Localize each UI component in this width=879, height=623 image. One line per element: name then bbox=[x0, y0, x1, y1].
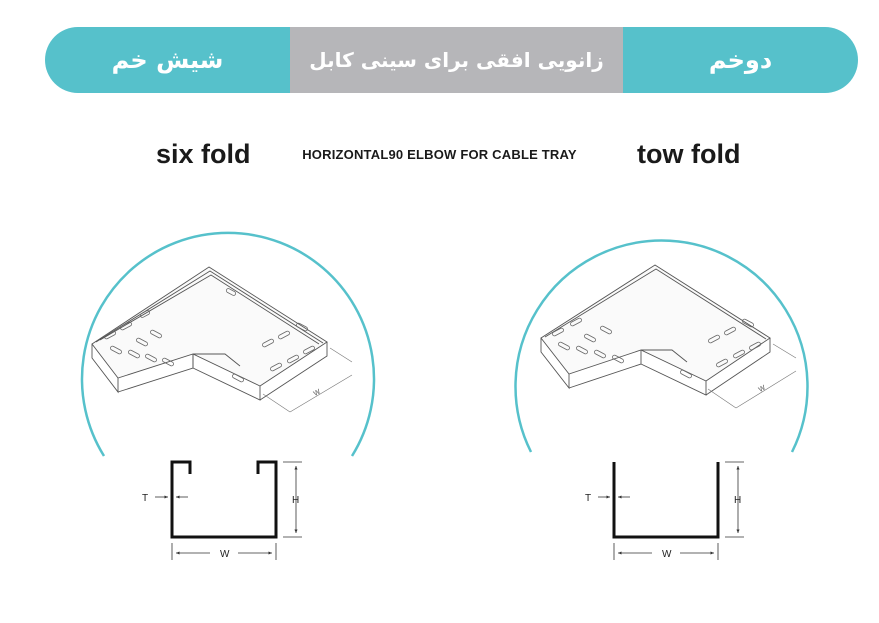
product-subtitle: HORIZONTAL90 ELBOW FOR CABLE TRAY bbox=[302, 147, 577, 162]
banner-six-fold-fa: شیش خم bbox=[45, 27, 290, 93]
right-tray-w-label: W bbox=[758, 384, 767, 393]
right-h-label: H bbox=[734, 495, 741, 506]
left-h-label: H bbox=[292, 495, 299, 506]
right-w-label: W bbox=[662, 549, 672, 560]
left-elbow-tray: W bbox=[91, 266, 353, 413]
two-fold-title: tow fold bbox=[637, 139, 741, 169]
two-fold-drawing: W H W T bbox=[514, 239, 809, 560]
right-cross-section bbox=[612, 462, 720, 539]
left-dimension-lines bbox=[155, 461, 302, 560]
right-t-label: T bbox=[585, 493, 591, 504]
left-t-label: T bbox=[142, 493, 148, 504]
right-arc bbox=[514, 239, 809, 453]
right-dimension-lines bbox=[598, 461, 744, 560]
banner-title-fa: زانویی افقی برای سینی کابل bbox=[290, 27, 623, 93]
banner-two-fold-fa: دوخم bbox=[623, 27, 858, 93]
six-fold-drawing: W H W T bbox=[80, 231, 376, 560]
left-w-label: W bbox=[220, 549, 230, 560]
right-elbow-tray: W bbox=[540, 264, 797, 409]
header-banner: شیش خم زانویی افقی برای سینی کابل دوخم bbox=[45, 27, 858, 93]
left-arc bbox=[80, 231, 376, 457]
left-tray-w-label: W bbox=[313, 388, 322, 397]
left-cross-section bbox=[170, 460, 278, 539]
six-fold-title: six fold bbox=[156, 139, 251, 169]
